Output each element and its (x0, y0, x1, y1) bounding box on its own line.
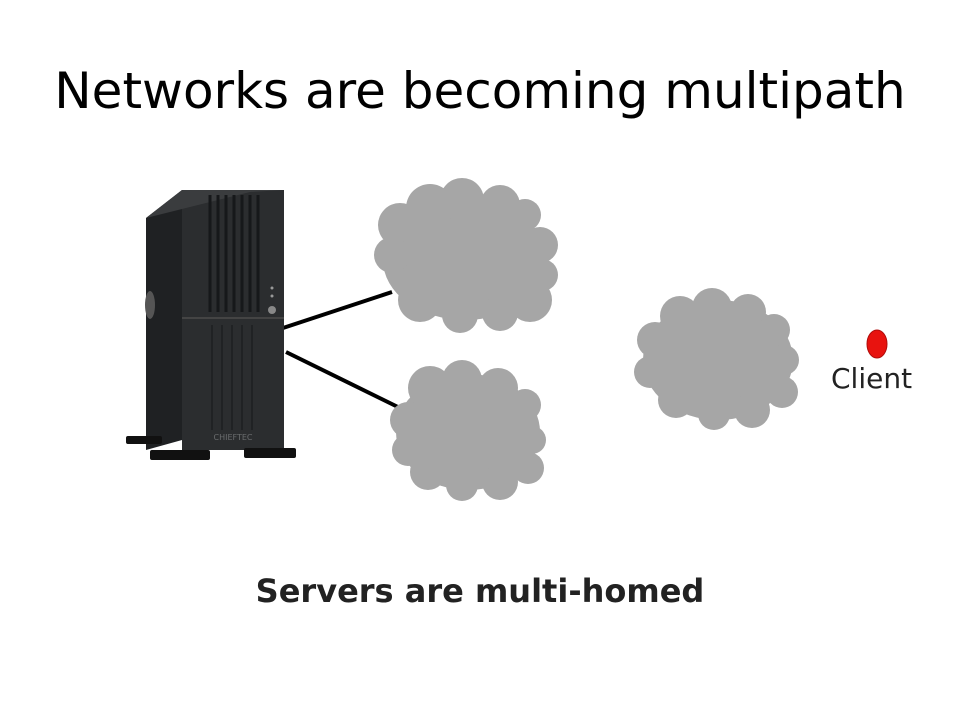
slide-subtitle: Servers are multi-homed (255, 572, 705, 610)
link-server-to-upper-cloud (282, 290, 393, 330)
server-icon: CHIEFTEC (126, 190, 296, 460)
slide-title: Networks are becoming multipath (54, 62, 906, 120)
server-brand-label: CHIEFTEC (213, 433, 252, 442)
network-cloud-lower (390, 360, 546, 501)
network-cloud-upper (374, 178, 558, 333)
client-label: Client (831, 362, 913, 395)
network-cloud-right (634, 288, 799, 430)
link-server-to-lower-cloud (285, 350, 405, 412)
client-node-icon (866, 329, 888, 359)
